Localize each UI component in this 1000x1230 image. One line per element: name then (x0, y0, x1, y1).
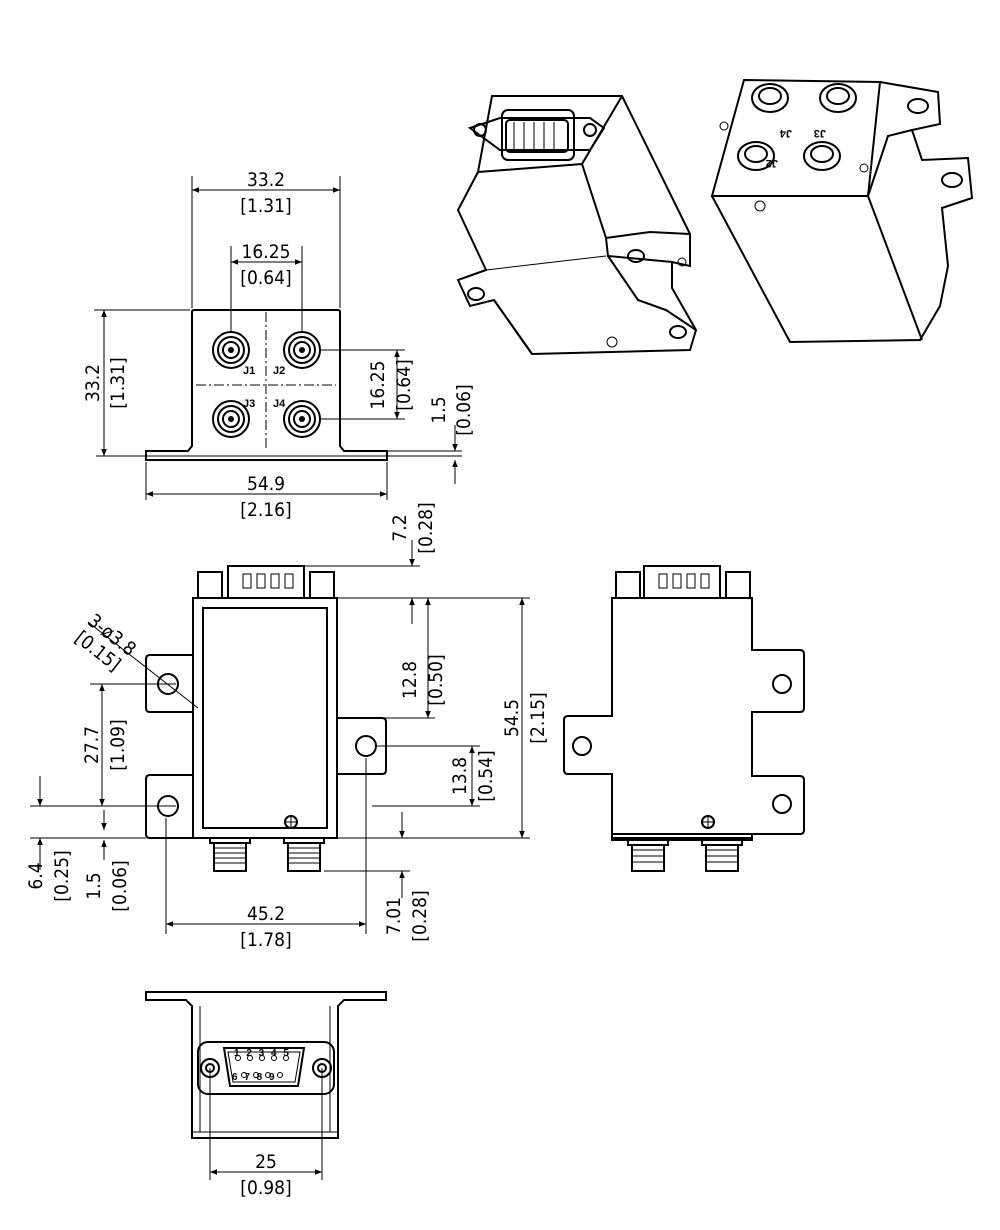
side-sma-connectors (209, 837, 325, 872)
side-dsub-connector (197, 565, 335, 599)
bottom-dsub-connector (197, 1041, 335, 1095)
dim-hole-span-mm: 45.2 (247, 903, 285, 925)
dsub-pins-top: 1 2 3 4 5 (234, 1048, 291, 1059)
dim-hole-spacing-in: [1.09] (107, 719, 129, 770)
isometric-view-left (456, 95, 698, 356)
front-view: J1 J2 J3 J4 33.2 [1.31] 16.25 [0.64] 33.… (82, 169, 475, 521)
dim-dsub-span-in: [0.98] (240, 1177, 291, 1199)
dim-hole-spacing-mm: 27.7 (81, 726, 103, 764)
iso-port-label-j3: J3 (814, 127, 826, 139)
connector-j4 (283, 400, 321, 438)
dim-flange-thickness-mm: 1.5 (428, 396, 450, 423)
dim-hole-span-in: [1.78] (240, 929, 291, 951)
dim-front-width-in: [1.31] (240, 195, 291, 217)
dim-bottom-offset-mm: 6.4 (25, 862, 47, 889)
dim-flange-width-mm: 54.9 (247, 473, 285, 495)
dim-upper-hole-mm: 12.8 (399, 661, 421, 699)
dim-side-hole-in: [0.54] (475, 750, 497, 801)
dim-pitch-h-mm: 16.25 (242, 241, 291, 263)
dim-flange-width-in: [2.16] (240, 499, 291, 521)
port-label-j3: J3 (243, 398, 255, 410)
dim-sma-length-in: [0.28] (409, 890, 431, 941)
iso-dsub-connector (467, 109, 606, 161)
connector-j3 (212, 400, 250, 438)
dim-bottom-flange-in: [0.06] (109, 860, 131, 911)
dim-dsub-height-mm: 7.2 (389, 514, 411, 541)
bottom-view: 1 2 3 4 5 6 7 8 9 25 [0.98] (145, 991, 387, 1199)
connector-j2 (283, 331, 321, 369)
port-label-j4: J4 (273, 398, 286, 410)
dim-dsub-height-in: [0.28] (415, 502, 437, 553)
dim-bottom-flange-mm: 1.5 (83, 872, 105, 899)
dim-body-length-in: [2.15] (527, 692, 549, 743)
rear-side-view (563, 565, 805, 872)
dim-upper-hole-in: [0.50] (425, 654, 447, 705)
side-view: 7.2 [0.28] 3-ø3.8 [0.15] 27.7 [1.09] 12.… (25, 502, 549, 951)
dim-front-height-in: [1.31] (107, 357, 129, 408)
port-label-j2: J2 (273, 365, 285, 377)
dim-front-height-mm: 33.2 (82, 364, 104, 402)
dsub-pins-bottom: 6 7 8 9 (232, 1072, 277, 1083)
dim-front-width-mm: 33.2 (247, 169, 285, 191)
dim-dsub-span-mm: 25 (255, 1151, 277, 1173)
dim-body-length-mm: 54.5 (501, 699, 523, 737)
dim-sma-length-mm: 7.01 (383, 897, 405, 935)
connector-j1 (212, 331, 250, 369)
iso-sma-connectors (737, 83, 857, 171)
dim-pitch-h-in: [0.64] (240, 267, 291, 289)
iso-port-label-j4: J4 (779, 127, 792, 139)
dim-pitch-v-mm: 16.25 (367, 361, 389, 410)
port-label-j1: J1 (243, 365, 255, 377)
iso-port-label-j2: J2 (766, 157, 778, 169)
dim-pitch-v-in: [0.64] (393, 359, 415, 410)
dim-flange-thickness-in: [0.06] (453, 384, 475, 435)
dim-bottom-offset-in: [0.25] (51, 850, 73, 901)
isometric-view-right: J4 J3 J2 (710, 78, 974, 344)
dim-side-hole-mm: 13.8 (449, 757, 471, 795)
